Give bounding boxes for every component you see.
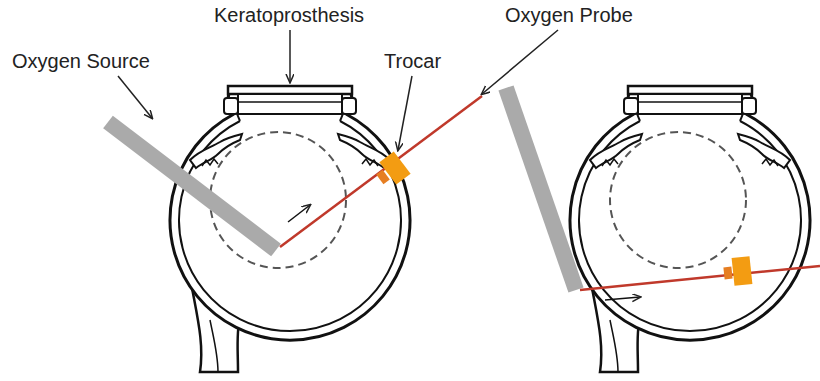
part-label: Keratoprosthesis xyxy=(214,4,364,27)
part-label: Oxygen Source xyxy=(12,50,150,73)
part-label: Trocar xyxy=(384,50,441,73)
part-label: Oxygen Probe xyxy=(505,4,633,27)
